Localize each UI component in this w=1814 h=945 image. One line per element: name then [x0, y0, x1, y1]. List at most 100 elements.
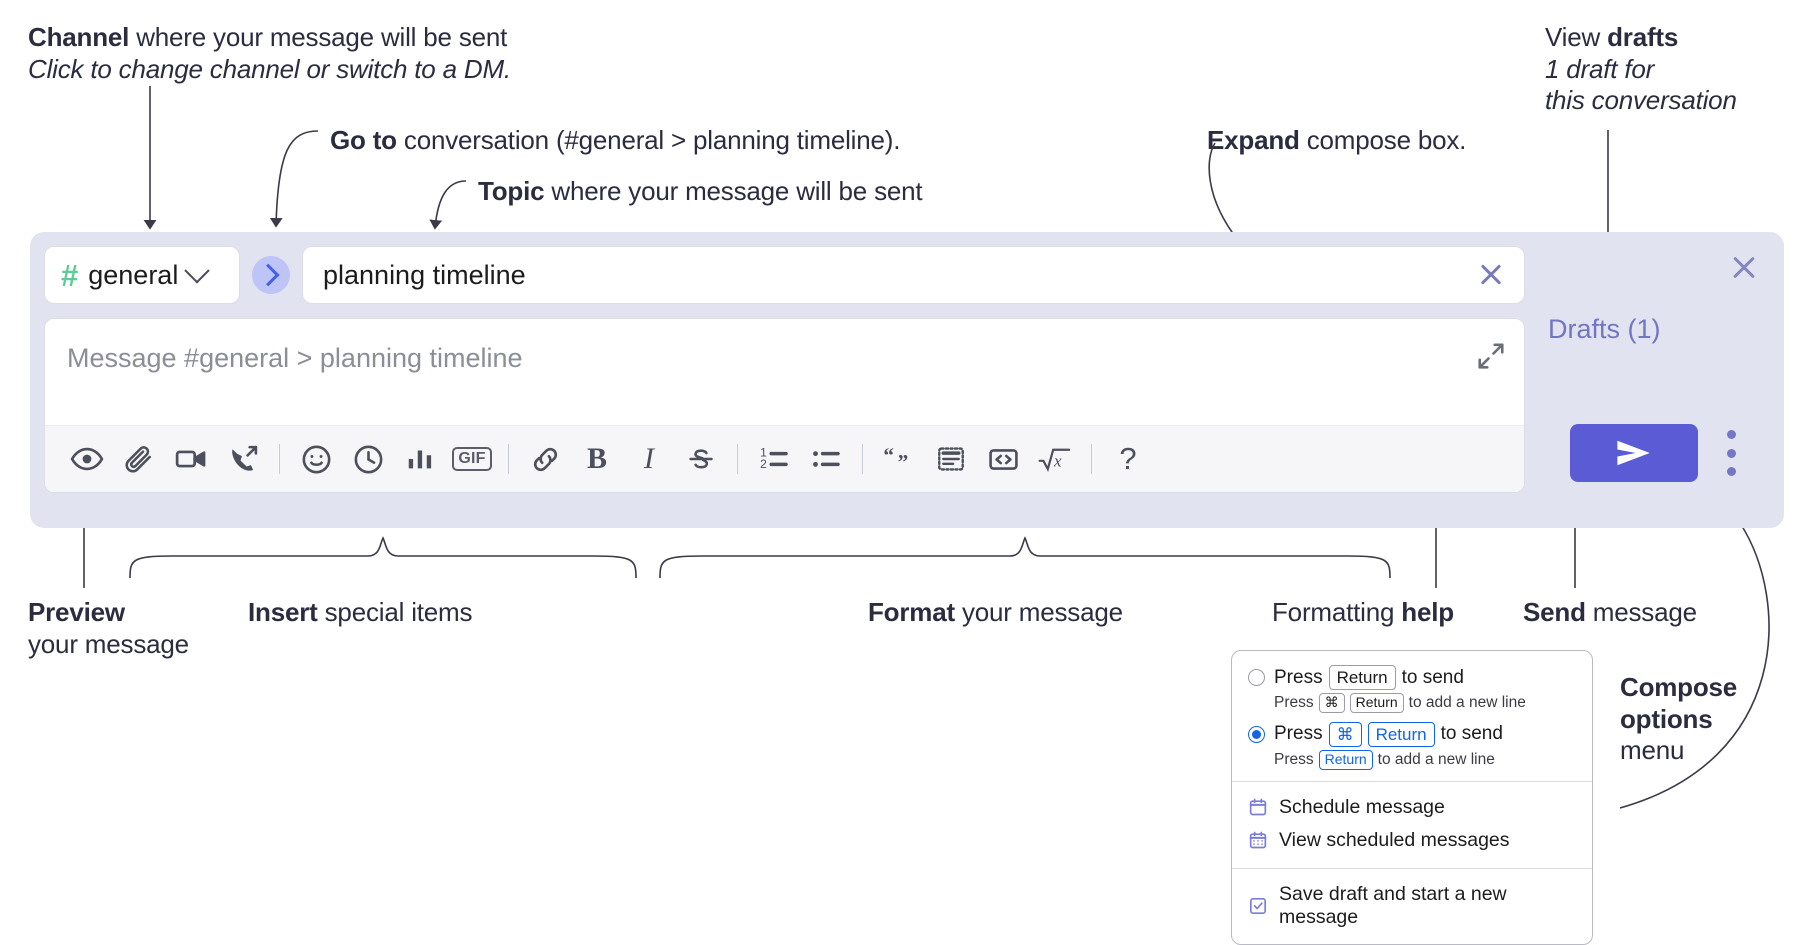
bold-icon[interactable]: B [571, 433, 623, 485]
italic-label: I [644, 442, 654, 475]
radio-button-selected[interactable] [1248, 725, 1265, 743]
annotation-goto-bold: Go to [330, 125, 397, 155]
option2-press: Press [1274, 723, 1323, 745]
italic-icon[interactable]: I [623, 433, 675, 485]
menu-item-schedule-message[interactable]: Schedule message [1232, 791, 1592, 824]
annotation-compose-line2: options [1620, 703, 1713, 734]
toolbar-divider [279, 444, 280, 474]
compose-options-button[interactable] [1718, 430, 1744, 476]
annotation-expand-rest: compose box. [1299, 125, 1467, 155]
annotation-insert: Insert special items [248, 597, 473, 629]
annotation-formatting-help: Formatting help [1272, 597, 1454, 629]
help-label: ? [1119, 441, 1137, 476]
call-icon[interactable] [217, 433, 269, 485]
radio-button[interactable] [1248, 669, 1265, 687]
quote-icon[interactable]: “ ” [873, 433, 925, 485]
annotation-compose-line3: menu [1620, 735, 1685, 766]
key-return: Return [1318, 750, 1373, 770]
annotation-send: Send message [1523, 597, 1697, 629]
strikethrough-icon[interactable] [675, 433, 727, 485]
link-icon[interactable] [519, 433, 571, 485]
preview-icon[interactable] [61, 433, 113, 485]
save-draft-icon [1250, 897, 1267, 914]
menu-item-label: View scheduled messages [1279, 828, 1510, 851]
menu-divider [1232, 867, 1592, 869]
annotation-topic: Topic where your message will be sent [478, 176, 923, 208]
send-option-return-sub: Press ⌘ Return to add a new line [1232, 693, 1592, 713]
close-icon[interactable] [1728, 252, 1760, 284]
bulleted-list-icon[interactable] [800, 433, 852, 485]
toolbar-divider [862, 444, 863, 474]
video-icon[interactable] [165, 433, 217, 485]
poll-icon[interactable] [394, 433, 446, 485]
drafts-link[interactable]: Drafts (1) [1548, 314, 1661, 344]
topic-input[interactable]: planning timeline [323, 259, 526, 290]
calendar-icon [1249, 798, 1267, 816]
channel-picker[interactable]: # general [44, 246, 240, 304]
goto-conversation-button[interactable] [252, 256, 290, 294]
option1-sub-tail: to add a new line [1408, 694, 1526, 711]
gif-icon[interactable]: GIF [446, 433, 498, 485]
compose-left-column: # general planning timeline Message #gen… [44, 246, 1525, 493]
annotation-help-plain: Formatting [1272, 597, 1402, 627]
annotation-preview-bold: Preview [28, 597, 125, 627]
send-option-return[interactable]: Press Return to send [1232, 665, 1592, 691]
svg-text:2: 2 [760, 457, 767, 471]
compose-panel: # general planning timeline Message #gen… [30, 232, 1784, 528]
menu-divider [1232, 780, 1592, 782]
annotation-goto-rest: conversation (#general > planning timeli… [396, 125, 901, 155]
menu-item-save-draft[interactable]: Save draft and start a new message [1232, 878, 1592, 934]
key-return: Return [1328, 665, 1396, 691]
annotation-topic-bold: Topic [478, 176, 545, 206]
option2-sub-tail: to add a new line [1377, 750, 1495, 768]
help-icon[interactable]: ? [1102, 433, 1154, 485]
menu-item-label: Schedule message [1279, 795, 1445, 818]
toolbar-divider [737, 444, 738, 474]
spoiler-icon[interactable] [925, 433, 977, 485]
send-option-cmd-return-sub: Press Return to add a new line [1232, 750, 1592, 770]
key-command: ⌘ [1318, 693, 1345, 713]
annotation-channel-sub: Click to change channel or switch to a D… [28, 53, 511, 84]
message-placeholder: Message #general > planning timeline [67, 343, 523, 373]
dot [1726, 467, 1736, 476]
annotation-format-rest: your message [954, 597, 1123, 627]
emoji-icon[interactable] [290, 433, 342, 485]
expand-icon[interactable] [1476, 341, 1506, 371]
annotation-topic-rest: where your message will be sent [544, 176, 923, 206]
channel-name: general [88, 259, 179, 290]
svg-text:“: “ [883, 443, 894, 467]
compose-options-menu: Press Return to send Press ⌘ Return to a… [1231, 650, 1593, 945]
annotation-send-rest: message [1585, 597, 1697, 627]
menu-item-view-scheduled[interactable]: View scheduled messages [1232, 824, 1592, 857]
key-return: Return [1349, 693, 1404, 713]
send-arrow-icon [1617, 440, 1650, 466]
attachment-icon[interactable] [113, 433, 165, 485]
topic-input-wrapper[interactable]: planning timeline [302, 246, 1525, 304]
close-icon[interactable] [1476, 260, 1506, 290]
annotation-preview-rest: your message [28, 628, 189, 659]
annotation-drafts-plain: View [1545, 22, 1608, 52]
key-return: Return [1367, 721, 1435, 747]
clock-icon[interactable] [342, 433, 394, 485]
annotation-format-bold: Format [868, 597, 955, 627]
annotation-insert-bold: Insert [248, 597, 318, 627]
ordered-list-icon[interactable]: 1 2 [748, 433, 800, 485]
send-option-cmd-return[interactable]: Press ⌘ Return to send [1232, 721, 1592, 747]
send-button[interactable] [1570, 424, 1698, 482]
toolbar-divider [508, 444, 509, 474]
annotation-send-bold: Send [1523, 597, 1586, 627]
menu-item-label: Save draft and start a new message [1279, 882, 1507, 928]
code-icon[interactable] [977, 433, 1029, 485]
annotation-expand: Expand compose box. [1207, 125, 1466, 157]
annotation-channel-rest: where your message will be sent [129, 22, 508, 52]
hash-icon: # [61, 257, 79, 293]
option1-press: Press [1274, 666, 1323, 688]
compose-header-row: # general planning timeline [44, 246, 1525, 304]
annotation-preview: Preview your message [28, 597, 189, 660]
message-input[interactable]: Message #general > planning timeline [45, 319, 1524, 425]
annotation-insert-rest: special items [317, 597, 473, 627]
math-icon[interactable]: x [1029, 433, 1081, 485]
svg-text:x: x [1053, 452, 1062, 471]
chevron-down-icon [184, 258, 211, 284]
annotation-help-bold: help [1401, 597, 1454, 627]
